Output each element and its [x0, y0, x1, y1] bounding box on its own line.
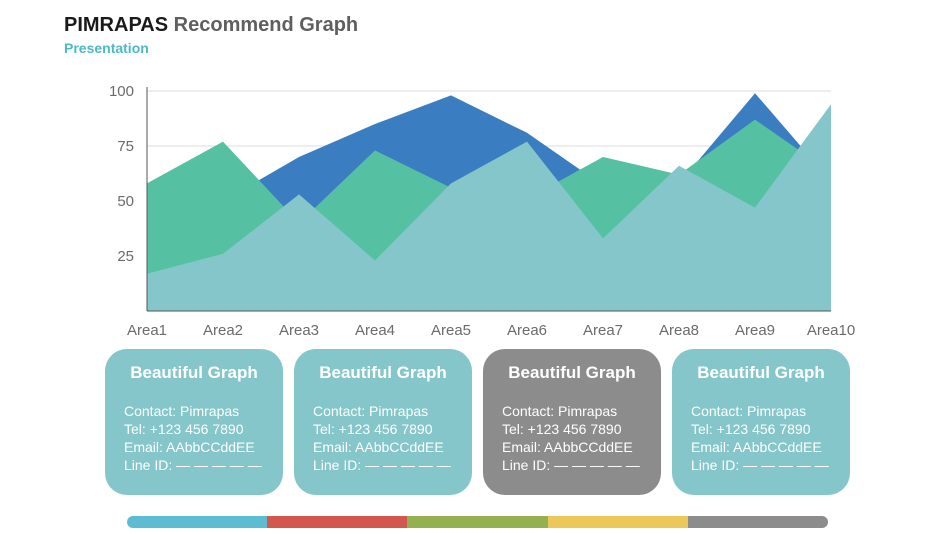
x-tick-label: Area8 — [659, 322, 699, 339]
y-tick-label: 25 — [117, 248, 134, 265]
card-details: Contact: Pimrapas Tel: +123 456 7890 Ema… — [313, 402, 451, 474]
chart-axes — [146, 87, 831, 312]
y-tick-labels: 25 50 75 100 — [109, 83, 134, 265]
card-title: Beautiful Graph — [697, 363, 825, 382]
x-tick-label: Area4 — [355, 322, 395, 339]
info-card: Beautiful Graph Contact: Pimrapas Tel: +… — [294, 349, 472, 495]
x-tick-label: Area2 — [203, 322, 243, 339]
card-line-id: Line ID: — — — — — — [502, 457, 640, 473]
card-email: Email: AAbbCCddEE — [124, 439, 255, 455]
color-bar-segment — [687, 516, 828, 528]
card-email: Email: AAbbCCddEE — [502, 439, 633, 455]
card-contact: Contact: Pimrapas — [691, 403, 807, 419]
card-title: Beautiful Graph — [130, 363, 258, 382]
y-tick-label: 75 — [117, 138, 134, 155]
info-card: Beautiful Graph Contact: Pimrapas Tel: +… — [672, 349, 850, 495]
color-bar-segment — [127, 516, 268, 528]
color-bar-segment — [547, 516, 688, 528]
info-card: Beautiful Graph Contact: Pimrapas Tel: +… — [105, 349, 283, 495]
x-tick-label: Area3 — [279, 322, 319, 339]
color-bar — [127, 516, 828, 528]
page-title: PIMRAPAS Recommend Graph — [64, 14, 358, 37]
card-contact: Contact: Pimrapas — [313, 403, 429, 419]
card-contact: Contact: Pimrapas — [124, 403, 240, 419]
x-tick-label: Area7 — [583, 322, 623, 339]
subtitle: Presentation — [64, 40, 149, 56]
x-tick-label: Area6 — [507, 322, 547, 339]
x-tick-label: Area5 — [431, 322, 471, 339]
x-tick-label: Area1 — [127, 322, 167, 339]
card-line-id: Line ID: — — — — — — [313, 457, 451, 473]
info-card: Beautiful Graph Contact: Pimrapas Tel: +… — [483, 349, 661, 495]
x-tick-labels: Area1 Area2 Area3 Area4 Area5 Area6 Area7 Area8… — [127, 322, 855, 339]
card-tel: Tel: +123 456 7890 — [691, 421, 811, 437]
card-title: Beautiful Graph — [319, 363, 447, 382]
card-details: Contact: Pimrapas Tel: +123 456 7890 Ema… — [124, 402, 262, 474]
x-tick-label: Area9 — [735, 322, 775, 339]
card-tel: Tel: +123 456 7890 — [502, 421, 622, 437]
card-tel: Tel: +123 456 7890 — [313, 421, 433, 437]
brand-name: PIMRAPAS — [64, 14, 169, 36]
color-bar-segment — [407, 516, 548, 528]
area-series-3 — [147, 104, 831, 311]
y-tick-label: 100 — [109, 83, 134, 100]
y-tick-label: 50 — [117, 193, 134, 210]
card-email: Email: AAbbCCddEE — [313, 439, 444, 455]
card-contact: Contact: Pimrapas — [502, 403, 618, 419]
card-email: Email: AAbbCCddEE — [691, 439, 822, 455]
card-details: Contact: Pimrapas Tel: +123 456 7890 Ema… — [691, 402, 829, 474]
x-tick-label: Area10 — [807, 322, 855, 339]
card-line-id: Line ID: — — — — — — [124, 457, 262, 473]
title-text: Recommend Graph — [173, 14, 359, 36]
card-title: Beautiful Graph — [508, 363, 636, 382]
chart-areas — [147, 93, 831, 311]
card-line-id: Line ID: — — — — — — [691, 457, 829, 473]
card-tel: Tel: +123 456 7890 — [124, 421, 244, 437]
card-details: Contact: Pimrapas Tel: +123 456 7890 Ema… — [502, 402, 640, 474]
color-bar-segment — [267, 516, 408, 528]
